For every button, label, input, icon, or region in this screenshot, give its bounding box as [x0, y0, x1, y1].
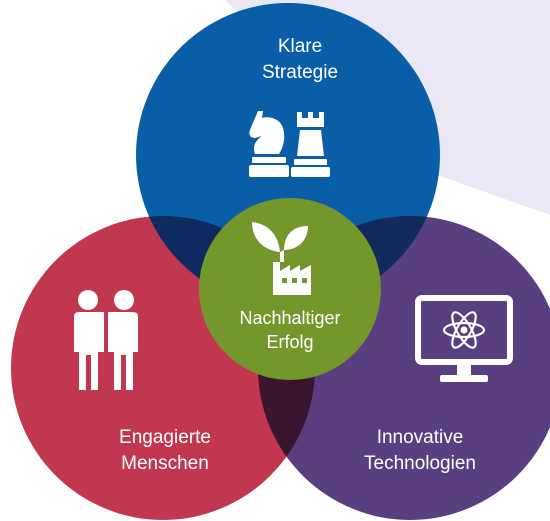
label-technology-line1: Innovative: [376, 427, 464, 448]
two-people-icon: [74, 290, 138, 390]
label-people-line1: Engagierte: [119, 427, 211, 448]
label-strategy-line1: Klare: [277, 36, 323, 57]
label-technology: Innovative Technologien: [340, 425, 500, 477]
label-technology-line2: Technologien: [364, 453, 476, 474]
label-strategy: Klare Strategie: [240, 34, 360, 86]
label-people-line2: Menschen: [121, 453, 209, 474]
label-center-line1: Nachhaltiger: [239, 308, 341, 328]
label-strategy-line2: Strategie: [261, 62, 339, 83]
label-people: Engagierte Menschen: [90, 425, 240, 477]
factory-leaf-icon: [252, 222, 311, 295]
chess-knight-rook-icon: [249, 111, 330, 177]
label-center: Nachhaltiger Erfolg: [215, 306, 365, 354]
monitor-atom-icon: [415, 295, 513, 382]
label-center-line2: Erfolg: [266, 332, 314, 352]
